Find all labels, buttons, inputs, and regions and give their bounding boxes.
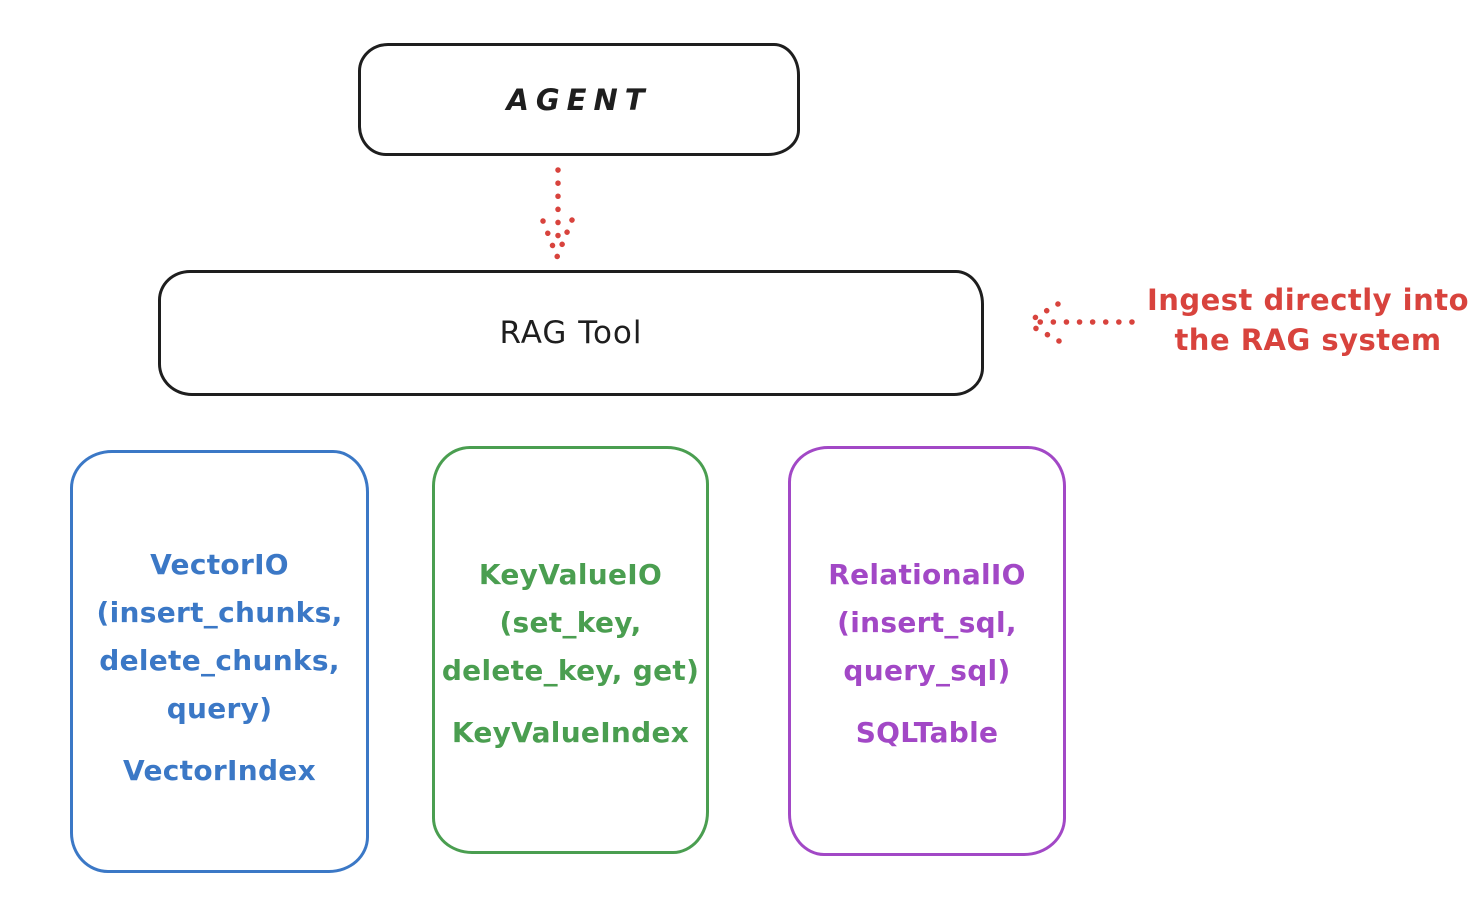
agent-box: AGENT <box>358 43 800 156</box>
io-line: (set_key, <box>499 606 642 639</box>
vector-io-box: VectorIO (insert_chunks, delete_chunks, … <box>70 450 369 873</box>
io-line: query_sql) <box>843 654 1011 687</box>
keyvalue-io-signature: KeyValueIO (set_key, delete_key, get) <box>435 551 706 695</box>
io-line: RelationalIO <box>828 558 1026 591</box>
rag-tool-label: RAG Tool <box>499 315 643 351</box>
agent-label: AGENT <box>506 82 652 117</box>
relational-io-signature: RelationalIO (insert_sql, query_sql) <box>791 551 1063 695</box>
keyvalue-index-label: KeyValueIndex <box>451 716 690 749</box>
keyvalue-io-box: KeyValueIO (set_key, delete_key, get) Ke… <box>432 446 709 854</box>
io-line: (insert_sql, <box>837 606 1017 639</box>
relational-io-box: RelationalIO (insert_sql, query_sql) SQL… <box>788 446 1066 856</box>
vector-io-signature: VectorIO (insert_chunks, delete_chunks, … <box>73 541 366 733</box>
io-line: query) <box>166 692 273 725</box>
io-line: KeyValueIO <box>478 558 663 591</box>
vector-index-label: VectorIndex <box>123 754 316 787</box>
sql-table-label: SQLTable <box>855 716 999 749</box>
ingest-arrow-icon <box>1023 301 1135 344</box>
ingest-annotation-line2: the RAG system <box>1174 323 1442 357</box>
io-line: (insert_chunks, <box>96 596 343 629</box>
io-line: VectorIO <box>150 548 289 581</box>
ingest-annotation: Ingest directly into the RAG system <box>1138 280 1478 360</box>
rag-tool-box: RAG Tool <box>158 270 984 396</box>
agent-to-rag-arrow-icon <box>540 167 575 260</box>
io-line: delete_chunks, <box>99 644 340 677</box>
io-line: delete_key, get) <box>441 654 700 687</box>
ingest-annotation-line1: Ingest directly into <box>1146 283 1470 317</box>
